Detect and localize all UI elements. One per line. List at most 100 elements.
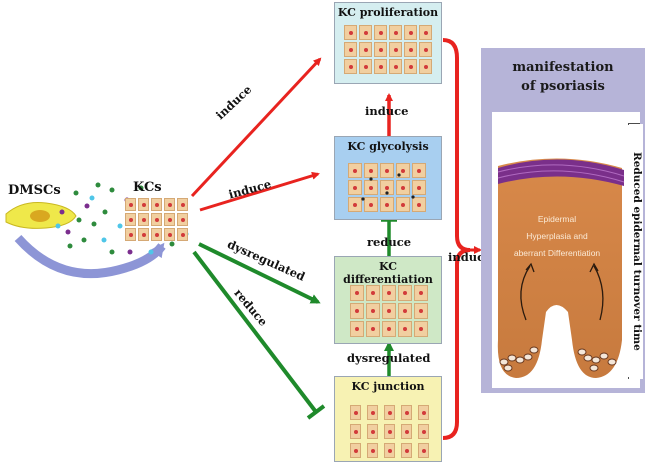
kc-cell [359,42,372,57]
factor-dot [102,209,108,215]
reduce-label-vertical: reduce [367,235,412,249]
kc-cell [419,25,432,40]
kc-cell [366,303,380,319]
kc-cell [382,303,396,319]
glucose-dot [385,191,389,195]
factor-dot [81,237,87,243]
kc-cell [350,321,364,337]
kc-differentiation-box: KC differentiation [334,256,442,344]
basal-cell [607,358,617,366]
kcs-cluster [125,198,188,241]
dmsc-nucleus [30,210,50,222]
upward-arrow-right [593,265,604,321]
kc-cell [419,59,432,74]
kc-cell [396,180,410,195]
kc-cell [359,25,372,40]
kc-cell [344,25,357,40]
kc-cell [404,42,417,57]
glucose-dot [411,195,415,199]
factor-dot [109,187,115,193]
kc-cell [418,443,429,458]
kc-glycolysis-title: KC glycolysis [347,140,429,153]
kc-cell [367,443,378,458]
basal-cell [583,354,593,362]
factor-dot [127,249,133,255]
dysregulated-arrow-to-differentiation [198,242,321,304]
kc-cell [404,25,417,40]
reduce-inhibit-bar [306,404,326,420]
factor-dot [73,190,79,196]
factor-dot [55,223,61,229]
factor-dot [138,185,144,191]
kc-junction-title: KC junction [351,380,425,393]
kc-cell [350,303,364,319]
epidermal-line3: aberrant Differentiation [513,248,601,258]
kc-cell [414,321,428,337]
kc-cell [384,424,395,439]
basal-cell [523,353,533,361]
kc-cell [177,198,188,211]
dysregulated-label-vertical: dysregulated [347,351,431,365]
glucose-dot [361,197,365,201]
proliferation-cells [344,25,432,74]
kc-cell [401,424,412,439]
kc-cell [348,197,362,212]
epidermis-shape [497,158,622,378]
kc-cell [350,405,361,420]
kc-cell [164,213,175,226]
glucose-dots [361,173,415,201]
basal-cell [507,354,517,362]
kc-cell [366,321,380,337]
kc-cell [151,228,162,241]
secretion-curve-arrow [14,234,166,279]
stratum-corneum-line [497,170,625,183]
differentiation-cells [350,285,428,337]
kc-cell [389,25,402,40]
junction-cells [350,405,429,458]
kc-cell [374,59,387,74]
psoriasis-panel-title: manifestation of psoriasis [484,58,642,96]
kc-cell [367,424,378,439]
kcs-label: KCs [133,180,162,195]
basal-cell [599,352,609,360]
basal-cell [591,356,601,364]
kc-cell [177,213,188,226]
kc-cell [384,405,395,420]
kc-cell [380,163,394,178]
upward-arrow-left [520,265,531,321]
stratum-corneum-line [497,164,625,177]
kc-cell [374,25,387,40]
turnover-time-label: Reduced epidermal turnover time [629,124,643,379]
basal-cell [503,364,513,372]
basal-cell [529,346,539,354]
kc-differentiation-title: KC differentiation [343,260,433,286]
kc-cell [344,42,357,57]
kc-cell [396,197,410,212]
induce-label-brace: induce [448,250,492,264]
induce-label-vertical: induce [365,104,409,118]
glucose-dot [369,177,373,181]
induce-arrow-to-proliferation [190,57,322,198]
upward-arrow-left-head [525,262,535,273]
kc-cell [138,228,149,241]
factor-dot [91,221,97,227]
factor-dot [148,249,154,255]
factor-dot [95,182,101,188]
kc-cell [348,180,362,195]
kc-cell [418,405,429,420]
kc-cell [344,59,357,74]
kc-cell [350,424,361,439]
kc-cell [350,285,364,301]
factor-dot [169,241,175,247]
kc-cell [125,213,136,226]
kc-cell [398,321,412,337]
kc-cell [398,303,412,319]
kc-cell [384,443,395,458]
kc-cell [367,405,378,420]
kc-proliferation-title: KC proliferation [337,6,439,19]
basal-cell [577,348,587,356]
kc-cell [389,59,402,74]
kc-cell [380,197,394,212]
kc-cell [418,424,429,439]
